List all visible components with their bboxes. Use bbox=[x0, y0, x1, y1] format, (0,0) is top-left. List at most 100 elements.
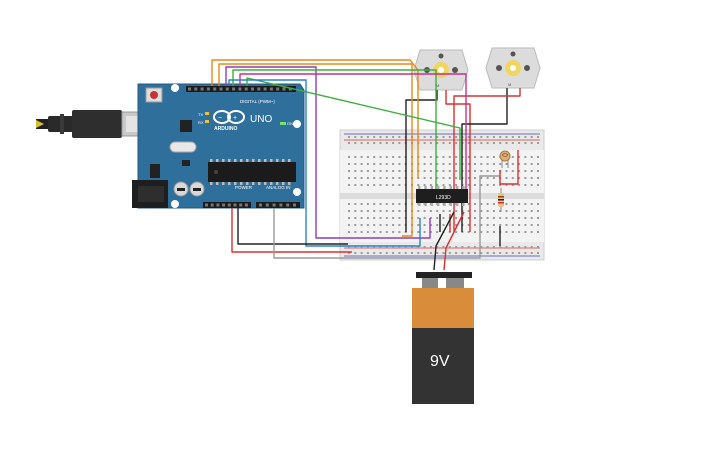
header-pin[interactable] bbox=[219, 87, 223, 91]
header-pin[interactable] bbox=[282, 87, 286, 91]
digital-pin-header[interactable] bbox=[186, 86, 296, 92]
breadboard-hole bbox=[423, 224, 426, 226]
breadboard-hole bbox=[417, 224, 420, 226]
chip-leg bbox=[436, 186, 440, 189]
header-pin[interactable] bbox=[279, 203, 283, 207]
tx-led bbox=[205, 112, 209, 115]
chip-leg bbox=[288, 182, 291, 185]
header-pin[interactable] bbox=[222, 203, 226, 207]
battery-9v[interactable]: 9V bbox=[412, 272, 474, 404]
wire-battery-red bbox=[443, 211, 465, 271]
breadboard-hole bbox=[398, 217, 401, 219]
breadboard-hole bbox=[360, 170, 363, 172]
breadboard-hole bbox=[492, 203, 495, 205]
chip-leg bbox=[430, 186, 434, 189]
breadboard-hole bbox=[537, 224, 539, 226]
breadboard-hole bbox=[448, 252, 451, 254]
header-pin[interactable] bbox=[194, 87, 198, 91]
header-pin[interactable] bbox=[210, 203, 214, 207]
header-pin[interactable] bbox=[227, 203, 231, 207]
breadboard-hole bbox=[455, 142, 458, 144]
breadboard-hole bbox=[417, 231, 420, 233]
breadboard-hole bbox=[360, 156, 363, 158]
breadboard-hole bbox=[398, 224, 401, 226]
breadboard-hole bbox=[511, 210, 514, 212]
header-pin[interactable] bbox=[206, 87, 210, 91]
breadboard-hole bbox=[385, 142, 388, 144]
chip-leg bbox=[449, 186, 452, 189]
breadboard-hole bbox=[537, 203, 539, 205]
breadboard-hole bbox=[379, 231, 382, 233]
breadboard-hole bbox=[511, 217, 514, 219]
breadboard-hole bbox=[499, 184, 502, 186]
l293d-driver-chip[interactable]: L293D bbox=[416, 186, 468, 206]
chip-leg bbox=[246, 182, 249, 185]
breadboard-hole bbox=[511, 252, 514, 254]
header-pin[interactable] bbox=[188, 87, 191, 91]
breadboard-hole bbox=[348, 177, 350, 179]
header-pin[interactable] bbox=[293, 203, 296, 207]
header-pin[interactable] bbox=[263, 87, 267, 91]
dc-power-jack[interactable] bbox=[132, 180, 168, 208]
header-pin[interactable] bbox=[265, 203, 269, 207]
header-pin[interactable] bbox=[269, 87, 273, 91]
header-pin[interactable] bbox=[238, 87, 242, 91]
breadboard-hole bbox=[474, 170, 476, 172]
breadboard-hole bbox=[442, 156, 445, 158]
header-pin[interactable] bbox=[288, 87, 292, 91]
header-pin[interactable] bbox=[244, 203, 248, 207]
wire-motor1-red bbox=[445, 90, 471, 232]
header-pin[interactable] bbox=[286, 203, 290, 207]
header-pin[interactable] bbox=[216, 203, 220, 207]
breadboard-hole bbox=[392, 184, 395, 186]
chip-leg bbox=[252, 159, 255, 162]
dc-motor-2[interactable]: M bbox=[485, 47, 541, 89]
breadboard-hole bbox=[398, 210, 401, 212]
breadboard-hole bbox=[392, 252, 395, 254]
breadboard-hole bbox=[398, 170, 401, 172]
header-pin[interactable] bbox=[225, 87, 229, 91]
breadboard-hole bbox=[448, 246, 451, 248]
breadboard-hole bbox=[385, 170, 388, 172]
header-pin[interactable] bbox=[233, 203, 237, 207]
analog-pin-header[interactable] bbox=[256, 202, 300, 208]
breadboard-hole bbox=[505, 252, 508, 254]
breadboard-hole bbox=[511, 231, 514, 233]
breadboard-hole bbox=[499, 210, 502, 212]
header-pin[interactable] bbox=[276, 87, 280, 91]
breadboard-hole bbox=[366, 156, 369, 158]
on-label: ON bbox=[287, 121, 293, 126]
header-pin[interactable] bbox=[213, 87, 217, 91]
header-pin[interactable] bbox=[251, 87, 254, 91]
header-pin[interactable] bbox=[232, 87, 236, 91]
header-pin[interactable] bbox=[257, 87, 261, 91]
breadboard-hole bbox=[530, 184, 533, 186]
photoresistor[interactable] bbox=[499, 150, 511, 168]
breadboard-hole bbox=[429, 142, 432, 144]
header-pin[interactable] bbox=[272, 203, 276, 207]
wire-purple bbox=[225, 66, 431, 239]
breadboard-hole bbox=[505, 142, 508, 144]
breadboard-hole bbox=[530, 231, 533, 233]
breadboard-hole bbox=[385, 246, 388, 248]
breadboard-hole bbox=[366, 136, 369, 138]
breadboard-hole bbox=[398, 203, 401, 205]
header-pin[interactable] bbox=[259, 203, 262, 207]
breadboard-hole bbox=[385, 203, 388, 205]
header-pin[interactable] bbox=[205, 203, 208, 207]
reset-button[interactable] bbox=[145, 87, 163, 103]
breadboard-hole bbox=[518, 231, 521, 233]
header-pin[interactable] bbox=[200, 87, 204, 91]
breadboard-hole bbox=[436, 136, 439, 138]
breadboard-hole bbox=[366, 231, 369, 233]
resistor[interactable] bbox=[498, 188, 504, 212]
breadboard-hole bbox=[379, 163, 382, 165]
breadboard-hole bbox=[385, 231, 388, 233]
power-pin-header[interactable] bbox=[203, 202, 251, 208]
arduino-uno-board[interactable]: − + ARDUINO UNO TX RX ON DIGITAL (PWM~) bbox=[132, 83, 305, 209]
breadboard-hole bbox=[492, 177, 495, 179]
breadboard-hole bbox=[398, 246, 401, 248]
header-pin[interactable] bbox=[239, 203, 243, 207]
header-pin[interactable] bbox=[244, 87, 248, 91]
breadboard-hole bbox=[398, 177, 401, 179]
